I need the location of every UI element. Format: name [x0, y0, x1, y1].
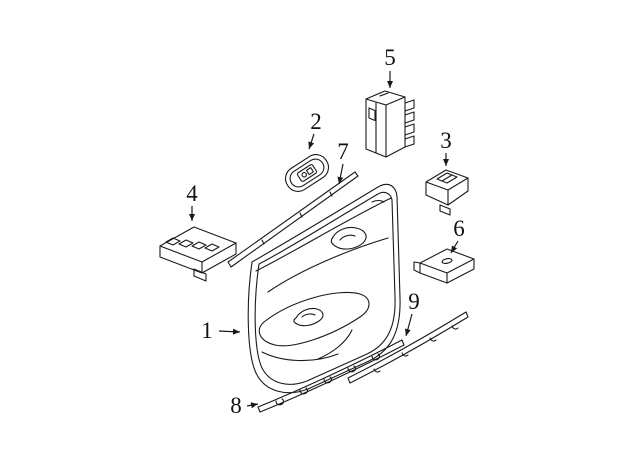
- connector-block-details: [368, 92, 389, 154]
- callout-3-label: 3: [440, 128, 452, 153]
- part-door-trim-panel: [247, 183, 401, 394]
- bezel-switch: [296, 164, 318, 182]
- callout-8: 8: [230, 393, 259, 418]
- trim-strip: [347, 311, 469, 384]
- bezel-outer: [284, 154, 330, 192]
- callout-8-label: 8: [230, 393, 242, 418]
- part-switch-bezel: [284, 154, 330, 192]
- callout-2: 2: [308, 109, 322, 150]
- bezel-inner: [289, 158, 325, 188]
- lower-trim-strip: [257, 339, 405, 413]
- belt-molding-strip: [227, 171, 359, 268]
- part-trim-strip: [347, 311, 469, 384]
- window-switch-body: [425, 169, 469, 206]
- part-bracket: [413, 248, 475, 284]
- callout-5-label: 5: [384, 45, 396, 70]
- callout-3: 3: [440, 128, 452, 166]
- part-window-switch: [425, 169, 469, 216]
- part-connector-block: [365, 90, 415, 158]
- master-switch-connector: [193, 268, 207, 282]
- callout-7: 7: [337, 139, 349, 185]
- callout-2-label: 2: [310, 109, 322, 134]
- connector-block-body: [365, 90, 406, 158]
- part-lower-trim-strip: [257, 339, 405, 413]
- window-switch-connector: [439, 204, 451, 216]
- bracket-body: [413, 248, 475, 284]
- callout-7-arrow: [337, 163, 344, 185]
- connector-block-pins: [404, 99, 415, 148]
- callout-4-label: 4: [186, 181, 198, 206]
- callout-6-arrow: [450, 240, 459, 254]
- bracket-hole: [441, 258, 453, 264]
- window-switch-rocker: [436, 172, 458, 184]
- callout-9: 9: [404, 289, 420, 337]
- callout-9-label: 9: [408, 289, 420, 314]
- part-master-switch: [159, 226, 237, 282]
- door-panel-outline: [247, 183, 401, 394]
- callout-1-label: 1: [201, 318, 213, 343]
- part-belt-molding: [227, 171, 359, 268]
- door-panel-details: [255, 197, 392, 362]
- callout-4: 4: [186, 181, 198, 221]
- bezel-switch-glyph: [301, 167, 314, 178]
- callout-6-label: 6: [453, 216, 465, 241]
- master-switch-body: [159, 226, 237, 274]
- callout-6: 6: [450, 216, 465, 254]
- callout-9-arrow: [404, 313, 413, 337]
- callout-7-label: 7: [337, 139, 349, 164]
- callout-1: 1: [201, 318, 241, 343]
- callout-5: 5: [384, 45, 396, 88]
- door-panel-inner-contour: [254, 191, 396, 385]
- master-switch-buttons: [165, 237, 220, 252]
- callout-2-arrow: [308, 133, 315, 150]
- callout-1-arrow: [218, 328, 241, 335]
- callout-8-arrow: [246, 402, 259, 409]
